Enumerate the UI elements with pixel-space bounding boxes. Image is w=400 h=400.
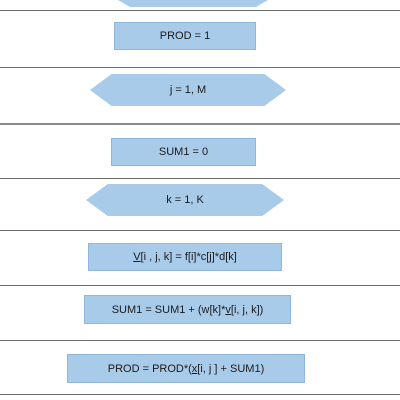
loop-k-label: k = 1, K (166, 194, 204, 206)
loop-j-hexagon: j = 1, M (90, 74, 286, 106)
prod-update-prefix: PROD = PROD*( (107, 362, 192, 375)
sum-update-var: v (225, 303, 231, 316)
v-assign-var: V (133, 251, 141, 263)
prod-init-box: PROD = 1 (114, 22, 256, 50)
divider-5 (0, 230, 400, 231)
prod-update-box: PROD = PROD*(x[i, j ] + SUM1) (67, 354, 305, 383)
loop-k-hexagon: k = 1, K (86, 184, 284, 216)
sum-update-suffix: [i, j, k]) (230, 303, 264, 316)
divider-2 (0, 67, 400, 68)
prod-update-text: PROD = PROD*(x[i, j ] + SUM1) (108, 363, 264, 375)
divider-1 (0, 10, 400, 11)
sum-init-box: SUM1 = 0 (111, 138, 256, 166)
v-assign-box: V[i , j, k] = f[i]*c[j]*d[k] (88, 243, 282, 271)
prod-init-label: PROD = 1 (159, 30, 211, 42)
divider-4 (0, 178, 400, 179)
v-assign-text: V[i , j, k] = f[i]*c[j]*d[k] (133, 251, 237, 263)
divider-7 (0, 340, 400, 341)
sum-update-prefix: SUM1 = SUM1 + (w[k]* (111, 303, 226, 316)
prod-update-suffix: [i, j ] + SUM1) (197, 362, 265, 375)
sum-init-label: SUM1 = 0 (158, 146, 209, 158)
divider-8 (0, 394, 400, 395)
sum-update-box: SUM1 = SUM1 + (w[k]*v[i, j, k]) (84, 295, 291, 324)
v-assign-rest: [i , j, k] = f[i]*c[j]*d[k] (140, 251, 237, 263)
prod-update-var: x (191, 362, 198, 375)
divider-3 (0, 123, 400, 125)
top-loop-hexagon-partial (118, 0, 268, 7)
loop-j-label: j = 1, M (169, 84, 207, 96)
sum-update-text: SUM1 = SUM1 + (w[k]*v[i, j, k]) (112, 304, 264, 316)
divider-6 (0, 285, 400, 286)
